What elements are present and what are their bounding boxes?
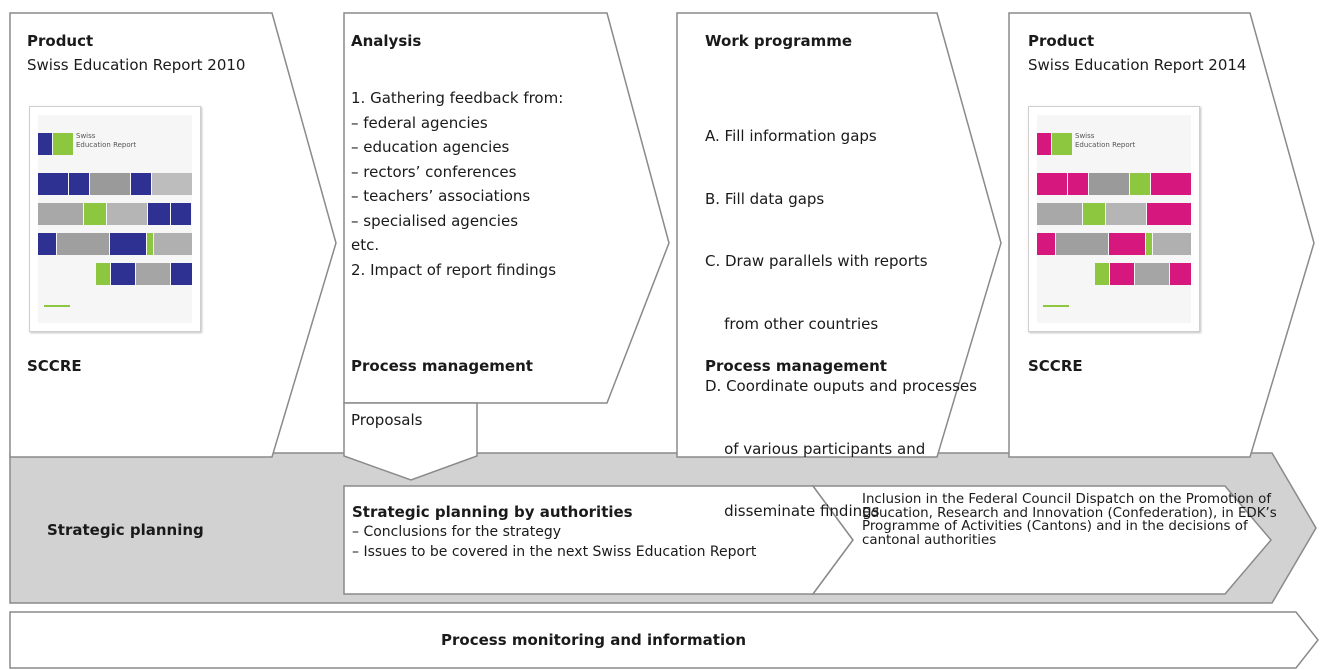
work-programme-list: A. Fill information gaps B. Fill data ga… bbox=[705, 86, 977, 543]
work-programme-line: B. Fill data gaps bbox=[705, 189, 825, 208]
cover-tile bbox=[1147, 203, 1191, 225]
strategic-authorities-title: Strategic planning by authorities bbox=[352, 503, 633, 521]
analysis-chevron bbox=[343, 12, 670, 404]
cover-photo bbox=[136, 263, 170, 285]
cover-tile bbox=[38, 173, 68, 195]
cover-tile bbox=[1151, 173, 1191, 195]
panel1-subtitle: Swiss Education Report 2010 bbox=[27, 56, 246, 74]
cover-tile bbox=[1109, 233, 1145, 255]
work-programme-footer: Process management bbox=[705, 357, 887, 375]
cover-logo bbox=[44, 305, 70, 307]
cover-title-line2: Education Report bbox=[76, 141, 137, 149]
process-monitoring-label: Process monitoring and information bbox=[441, 631, 747, 649]
work-programme-line: A. Fill information gaps bbox=[705, 127, 877, 145]
analysis-line: – education agencies bbox=[351, 138, 510, 156]
cover-photo bbox=[1037, 203, 1082, 225]
analysis-footer: Process management bbox=[351, 357, 533, 375]
cover-tile bbox=[147, 233, 153, 255]
panel4-title: Product bbox=[1028, 32, 1095, 50]
inclusion-box bbox=[811, 485, 1272, 595]
cover-photo bbox=[107, 203, 147, 225]
strategic-authorities-line: – Issues to be covered in the next Swiss… bbox=[352, 544, 757, 560]
cover-tile bbox=[1083, 203, 1105, 225]
panel4-subtitle: Swiss Education Report 2014 bbox=[1028, 56, 1247, 74]
cover-tile bbox=[1095, 263, 1109, 285]
analysis-line: 1. Gathering feedback from: bbox=[351, 89, 564, 107]
cover-tile bbox=[111, 263, 135, 285]
cover-photo bbox=[90, 173, 130, 195]
panel4-footer: SCCRE bbox=[1028, 357, 1083, 375]
work-programme-line: from other countries bbox=[705, 314, 879, 333]
cover-tile bbox=[1037, 133, 1051, 155]
cover-tile bbox=[1037, 233, 1055, 255]
analysis-line: – specialised agencies bbox=[351, 211, 519, 230]
cover-tile bbox=[1037, 173, 1067, 195]
cover-tile bbox=[1110, 263, 1134, 285]
strategic-authorities-line: – Conclusions for the strategy bbox=[352, 524, 562, 540]
cover-title-line1: Swiss bbox=[1075, 132, 1095, 140]
panel1-title: Product bbox=[27, 32, 94, 50]
cover-tile bbox=[96, 263, 110, 285]
cover-tile bbox=[53, 133, 73, 155]
work-programme-chevron bbox=[676, 12, 1002, 458]
cover-title: Swiss Education Report bbox=[76, 132, 136, 150]
cover-tile bbox=[1052, 133, 1072, 155]
analysis-list: 1. Gathering feedback from: – federal ag… bbox=[351, 86, 563, 282]
work-programme-title: Work programme bbox=[705, 32, 853, 50]
work-programme-line: C. Draw parallels with reports bbox=[705, 252, 928, 270]
cover-photo bbox=[154, 233, 192, 255]
panel1-footer: SCCRE bbox=[27, 357, 82, 375]
work-programme-line: disseminate findings bbox=[705, 502, 880, 520]
work-programme-line: D. Coordinate ouputs and processes bbox=[705, 377, 977, 395]
cover-photo bbox=[38, 203, 83, 225]
analysis-line: – teachers’ associations bbox=[351, 187, 531, 205]
report-2010-cover-art: Swiss Education Report bbox=[38, 115, 192, 323]
cover-tile bbox=[84, 203, 106, 225]
cover-tile bbox=[1146, 233, 1152, 255]
cover-photo bbox=[1089, 173, 1129, 195]
cover-photo bbox=[152, 173, 192, 195]
cover-tile bbox=[69, 173, 89, 195]
cover-photo bbox=[1135, 263, 1169, 285]
report-2014-cover-art: Swiss Education Report bbox=[1037, 115, 1191, 323]
cover-tile bbox=[1130, 173, 1150, 195]
strategic-authorities-text: Strategic planning by authorities – Conc… bbox=[352, 502, 756, 562]
analysis-line: etc. bbox=[351, 236, 380, 254]
cover-photo bbox=[1153, 233, 1191, 255]
cover-tile bbox=[38, 233, 56, 255]
analysis-line: – rectors’ conferences bbox=[351, 162, 517, 181]
cover-tile bbox=[38, 133, 52, 155]
cover-title-line1: Swiss bbox=[76, 132, 96, 140]
cover-photo bbox=[57, 233, 109, 255]
cover-title-line2: Education Report bbox=[1075, 141, 1136, 149]
proposals-arrow bbox=[343, 402, 478, 481]
cover-tile bbox=[148, 203, 170, 225]
cover-title: Swiss Education Report bbox=[1075, 132, 1135, 150]
analysis-line: – federal agencies bbox=[351, 113, 488, 132]
strategic-planning-label: Strategic planning bbox=[47, 521, 204, 539]
process-monitoring-arrow bbox=[9, 611, 1319, 669]
cover-tile bbox=[110, 233, 146, 255]
inclusion-text: Inclusion in the Federal Council Dispatc… bbox=[862, 492, 1277, 548]
cover-tile bbox=[1170, 263, 1191, 285]
cover-photo bbox=[1106, 203, 1146, 225]
analysis-line: 2. Impact of report findings bbox=[351, 260, 557, 279]
cover-tile bbox=[171, 203, 191, 225]
report-2010-cover: Swiss Education Report bbox=[29, 106, 201, 332]
report-2014-cover: Swiss Education Report bbox=[1028, 106, 1200, 332]
cover-tile bbox=[1068, 173, 1088, 195]
cover-photo bbox=[1056, 233, 1108, 255]
proposals-label: Proposals bbox=[351, 411, 423, 429]
cover-tile bbox=[131, 173, 151, 195]
cover-tile bbox=[171, 263, 192, 285]
analysis-title: Analysis bbox=[351, 32, 422, 50]
work-programme-line: of various participants and bbox=[705, 439, 926, 458]
cover-logo bbox=[1043, 305, 1069, 307]
